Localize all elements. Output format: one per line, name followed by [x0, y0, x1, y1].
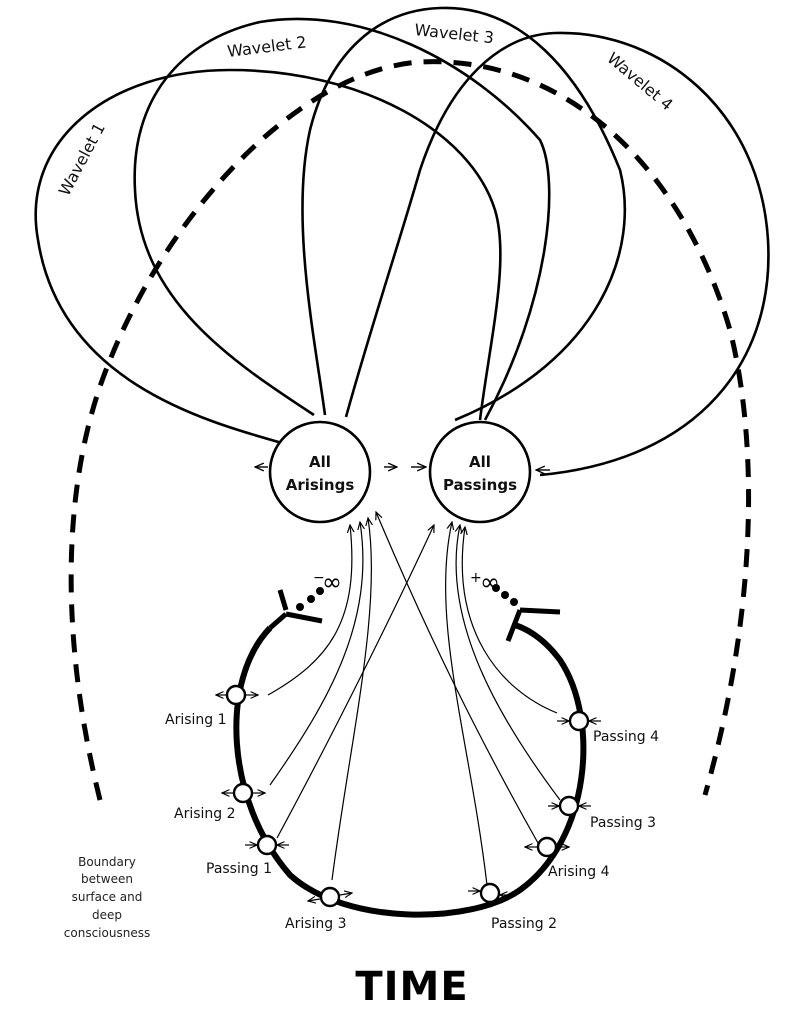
label-passing-3: Passing 3 [590, 815, 656, 831]
boundary-note-line-5: consciousness [64, 926, 150, 940]
time-title: TIME [355, 964, 468, 1010]
node-passing-2 [479, 882, 501, 904]
plus-infinity-symbol: ∞ [480, 568, 500, 596]
boundary-note-line-3: surface and [72, 890, 143, 904]
arising4-to-arisings [376, 512, 539, 844]
wavelet-3-label: Wavelet 3 [414, 20, 495, 47]
hub-arisings-line2: Arisings [286, 476, 355, 494]
passing3-to-passings [456, 525, 561, 801]
wavelet-2-label: Wavelet 2 [226, 32, 307, 61]
event-nodes [225, 684, 590, 908]
wavelet-3-loop [301, 6, 627, 422]
node-arising-3 [319, 886, 341, 908]
event-to-hub-arrows [267, 512, 561, 886]
minus-infinity-dots [296, 587, 324, 611]
boundary-note: Boundary between surface and deep consci… [64, 855, 150, 940]
node-side-arrows [216, 695, 601, 901]
label-passing-1: Passing 1 [206, 861, 272, 877]
hub-passings-line1: All [469, 453, 491, 471]
plus-infinity-dots [492, 584, 518, 606]
arising1-to-arisings [267, 525, 352, 696]
arising3-to-arisings [331, 518, 371, 881]
hub-all-arisings: All Arisings [268, 420, 372, 524]
wavelet-loops [34, 6, 770, 477]
wavelet-4-label: Wavelet 4 [603, 49, 676, 115]
label-passing-4: Passing 4 [593, 729, 659, 745]
minus-infinity-symbol: ∞ [322, 568, 342, 596]
wavelet-4-loop [344, 31, 770, 477]
label-arising-3: Arising 3 [285, 916, 347, 932]
hub-passings-line2: Passings [443, 476, 517, 494]
time-ring [233, 622, 587, 918]
label-arising-2: Arising 2 [174, 806, 236, 822]
node-arising-2 [232, 782, 254, 804]
minus-infinity-end [268, 589, 323, 630]
hub-all-passings: All Passings [428, 420, 532, 524]
hub-side-arrows [255, 467, 550, 470]
node-arising-1 [225, 684, 247, 706]
wavelet-1-loop [34, 68, 502, 445]
plus-infinity-arrowhead [505, 607, 561, 642]
label-arising-4: Arising 4 [548, 864, 610, 880]
passing4-to-passings [462, 527, 558, 714]
boundary-dashed-arc [68, 59, 752, 801]
passing1-to-passings [276, 525, 434, 839]
wavelet-1-label: Wavelet 1 [55, 120, 109, 199]
minus-sign: − [313, 570, 325, 586]
arising2-to-arisings [269, 522, 363, 786]
node-passing-3 [558, 795, 580, 817]
wavelet-2-loop [133, 17, 551, 421]
boundary-note-line-2: between [81, 872, 133, 886]
boundary-note-line-1: Boundary [78, 855, 136, 869]
node-passing-4 [568, 710, 590, 732]
boundary-note-line-4: deep [92, 908, 122, 922]
hub-arisings-line1: All [309, 453, 331, 471]
label-arising-1: Arising 1 [165, 712, 227, 728]
plus-sign: + [470, 570, 482, 586]
node-arising-4 [536, 836, 558, 858]
node-passing-1 [256, 834, 278, 856]
label-passing-2: Passing 2 [491, 916, 557, 932]
